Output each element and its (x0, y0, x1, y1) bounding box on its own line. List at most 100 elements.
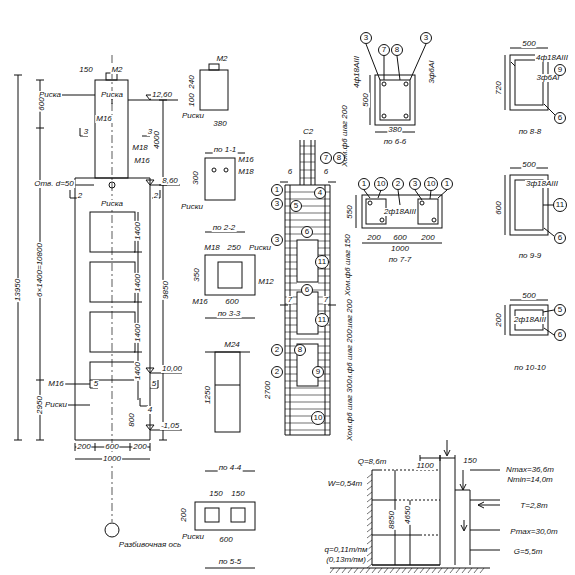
drawing-label: Отв. d=50 (33, 180, 75, 188)
drawing-label: 600 (224, 298, 239, 306)
callout-text: 3 (424, 34, 428, 42)
stirrup-line (318, 353, 330, 354)
drawing-label: Риски (181, 112, 205, 120)
drawing-label: 4 (147, 406, 153, 414)
callout-number: 11 (315, 255, 329, 269)
callout-text: 2 (275, 368, 279, 376)
callout-text: 8 (395, 46, 399, 54)
callout-number: 1 (271, 184, 283, 196)
stirrup-line (366, 568, 370, 573)
drawing-label: 600 (104, 443, 119, 451)
stirrup-line (285, 409, 330, 410)
stirrup-line (336, 568, 340, 573)
stirrup-line (285, 248, 297, 249)
drawing-label: 4650 (404, 505, 412, 525)
stirrup-line (384, 568, 388, 573)
callout-text: 8 (337, 154, 341, 162)
drawing-label: 200 (366, 234, 381, 242)
stirrup-line (456, 568, 460, 573)
drawing-label: 6 (323, 168, 329, 176)
drawing-label: 5 (93, 380, 99, 388)
drawing-label: 100 (188, 92, 196, 107)
drawing-label: 7 (323, 296, 329, 304)
drawing-label: 550 (346, 204, 354, 219)
drawing-label: 2950 (36, 395, 44, 415)
drawing-label: по 9-9 (518, 252, 543, 260)
callout-text: 6 (558, 331, 562, 339)
stirrup-line (300, 178, 315, 179)
stirrup-line (480, 568, 484, 573)
drawing-label: 500 (521, 40, 536, 48)
stirrup-line (318, 241, 330, 242)
callout-number: 6 (554, 112, 566, 124)
drawing-label: М16 (95, 115, 113, 123)
stirrup-line (474, 568, 478, 573)
stirrup-line (354, 568, 358, 573)
drawing-label: G=5,5т (513, 548, 544, 556)
drawing-label: М12 (257, 278, 275, 286)
stirrup-line (285, 374, 297, 375)
callout-number: 3 (271, 234, 283, 246)
drawing-label: М24 (223, 341, 241, 349)
callout-number: 3 (271, 198, 283, 210)
drawing-label: М2 (110, 66, 123, 74)
stirrup-line (318, 311, 330, 312)
stirrup-line (390, 568, 394, 573)
column-elevation (14, 55, 182, 537)
callout-text: 1 (445, 180, 449, 188)
drawing-label: 1100 (415, 462, 434, 470)
drawing-label: 1400 (134, 323, 142, 343)
callout-text: 6 (558, 114, 562, 122)
drawing-label: 200 (180, 507, 188, 522)
drawing-label: 1250 (204, 385, 212, 405)
stirrup-line (420, 568, 424, 573)
drawing-label: 600 (38, 96, 46, 111)
callout-number: 9 (554, 64, 566, 76)
stirrup-line (285, 276, 297, 277)
drawing-label: Q=8,6т (357, 458, 388, 466)
drawing-label: (0,13т/пм) (325, 556, 367, 564)
callout-number: 8 (333, 152, 345, 164)
callout-number: 1 (441, 178, 453, 190)
callout-text: 6 (305, 286, 309, 294)
stirrup-line (450, 568, 454, 573)
callout-number: 11 (315, 313, 329, 327)
drawing-label: 4ф18АIII (353, 55, 361, 89)
stirrup-line (285, 283, 297, 284)
stirrup-line (285, 318, 297, 319)
drawing-label: 1400 (134, 361, 142, 381)
stirrup-line (444, 568, 448, 573)
stirrup-line (367, 540, 372, 544)
drawing-label: 9850 (162, 280, 170, 300)
drawing-label: 200 (420, 234, 435, 242)
drawing-label: 720 (495, 80, 503, 95)
callout-number: 10 (374, 177, 388, 191)
callout-number: 4 (314, 187, 326, 199)
callout-text: 8 (298, 346, 302, 354)
callout-text: 9 (558, 66, 562, 74)
callout-number: 7 (378, 44, 390, 56)
drawing-label: 240 (188, 74, 196, 89)
callout-text: 3 (413, 180, 417, 188)
stirrup-line (367, 492, 372, 496)
drawing-label: 2 (153, 192, 159, 200)
stirrup-line (367, 510, 372, 514)
drawing-label: 1000 (390, 245, 410, 253)
callout-number: 7 (320, 152, 332, 164)
drawing-label: 150 (78, 66, 93, 74)
stirrup-line (462, 568, 466, 573)
drawing-label: 2700 (264, 380, 272, 400)
stirrup-line (432, 568, 436, 573)
drawing-label: по 6-6 (383, 138, 408, 146)
callout-text: 10 (377, 180, 386, 188)
drawing-label: 800 (128, 412, 136, 427)
drawing-label: 200 (76, 443, 91, 451)
drawing-label: 200 (495, 312, 503, 327)
drawing-label: 1400 (134, 273, 142, 293)
callout-number: 8 (294, 344, 306, 356)
drawing-label: М16 (133, 157, 151, 165)
drawing-label: по 1-1 (213, 146, 238, 154)
stirrup-line (318, 360, 330, 361)
drawing-label: W=0,54т (327, 480, 363, 488)
drawing-label: 500 (521, 292, 536, 300)
